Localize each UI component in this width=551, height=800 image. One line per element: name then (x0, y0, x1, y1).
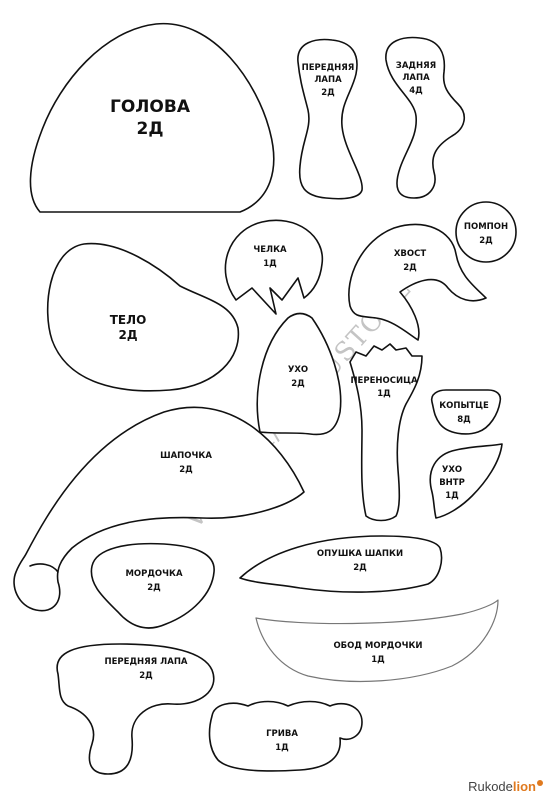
piece-front-paw-bottom: ПЕРЕДНЯЯ ЛАПА 2Д (56, 643, 215, 775)
piece-front-paw-bottom-line1: ПЕРЕДНЯЯ ЛАПА (104, 657, 187, 667)
piece-front-paw-top-line1: ПЕРЕДНЯЯ (302, 63, 355, 73)
piece-nose-bridge: ПЕРЕНОСИЦА 1Д (349, 343, 423, 522)
piece-body: ТЕЛО 2Д (46, 242, 240, 392)
piece-hat-trim: ОПУШКА ШАПКИ 2Д (239, 535, 443, 593)
piece-ear-count: 2Д (291, 379, 305, 389)
piece-tail-name: ХВОСТ (394, 249, 426, 259)
piece-hat-trim-count: 2Д (353, 563, 367, 573)
piece-mane-name: ГРИВА (266, 729, 298, 739)
piece-ear-inner-count: 1Д (445, 491, 459, 501)
piece-ear-inner-line2: ВНТР (439, 478, 465, 488)
piece-front-paw-top-count: 2Д (321, 88, 335, 98)
piece-ear-inner-line1: УХО (442, 465, 462, 475)
piece-nose-bridge-count: 1Д (377, 389, 391, 399)
piece-tail-count: 2Д (403, 263, 417, 273)
piece-body-name: ТЕЛО (110, 313, 147, 327)
piece-front-paw-top-line2: ЛАПА (314, 75, 342, 85)
piece-hoof-count: 8Д (457, 415, 471, 425)
piece-ear: УХО 2Д (256, 312, 342, 436)
brand-logo-accent: lion (512, 779, 536, 794)
brand-logo-prefix: Rukode (468, 779, 513, 794)
piece-pompom-name: ПОМПОН (464, 222, 508, 232)
piece-back-paw-count: 4Д (409, 86, 423, 96)
piece-nose-bridge-name: ПЕРЕНОСИЦА (350, 376, 418, 386)
piece-hat-count: 2Д (179, 465, 193, 475)
piece-muzzle-rim-count: 1Д (371, 655, 385, 665)
piece-hat-trim-name: ОПУШКА ШАПКИ (317, 549, 403, 559)
brand-mark-icon (537, 779, 543, 786)
piece-pompom: ПОМПОН 2Д (455, 201, 517, 263)
piece-ear-inner: УХО ВНТР 1Д (429, 443, 503, 519)
piece-front-paw-top: ПЕРЕДНЯЯ ЛАПА 2Д (297, 38, 363, 200)
piece-head-name: ГОЛОВА (110, 97, 191, 117)
piece-hoof-name: КОПЫТЦЕ (439, 401, 489, 411)
piece-hoof: КОПЫТЦЕ 8Д (430, 389, 502, 435)
piece-hat: ШАПОЧКА 2Д (13, 406, 305, 612)
piece-muzzle-rim: ОБОД МОРДОЧКИ 1Д (255, 599, 499, 683)
piece-mane: ГРИВА 1Д (208, 700, 363, 772)
piece-tail: ХВОСТ 2Д (348, 223, 487, 341)
brand-logo: Rukodelion (468, 779, 543, 794)
piece-mane-count: 1Д (275, 743, 289, 753)
piece-bangs-name: ЧЕЛКА (253, 245, 287, 255)
piece-bangs: ЧЕЛКА 1Д (224, 219, 324, 315)
piece-back-paw-line1: ЗАДНЯЯ (396, 61, 436, 71)
piece-head: ГОЛОВА 2Д (29, 22, 275, 213)
piece-muzzle-name: МОРДОЧКА (125, 569, 183, 579)
piece-muzzle-count: 2Д (147, 583, 161, 593)
piece-bangs-count: 1Д (263, 259, 277, 269)
piece-ear-name: УХО (288, 365, 308, 375)
piece-back-paw-line2: ЛАПА (402, 73, 430, 83)
piece-muzzle: МОРДОЧКА 2Д (90, 542, 215, 629)
piece-back-paw: ЗАДНЯЯ ЛАПА 4Д (385, 36, 465, 199)
piece-front-paw-bottom-count: 2Д (139, 671, 153, 681)
piece-body-count: 2Д (118, 328, 137, 342)
piece-head-count: 2Д (137, 119, 164, 139)
piece-pompom-count: 2Д (479, 236, 493, 246)
piece-muzzle-rim-name: ОБОД МОРДОЧКИ (333, 641, 422, 651)
piece-hat-name: ШАПОЧКА (160, 451, 212, 461)
